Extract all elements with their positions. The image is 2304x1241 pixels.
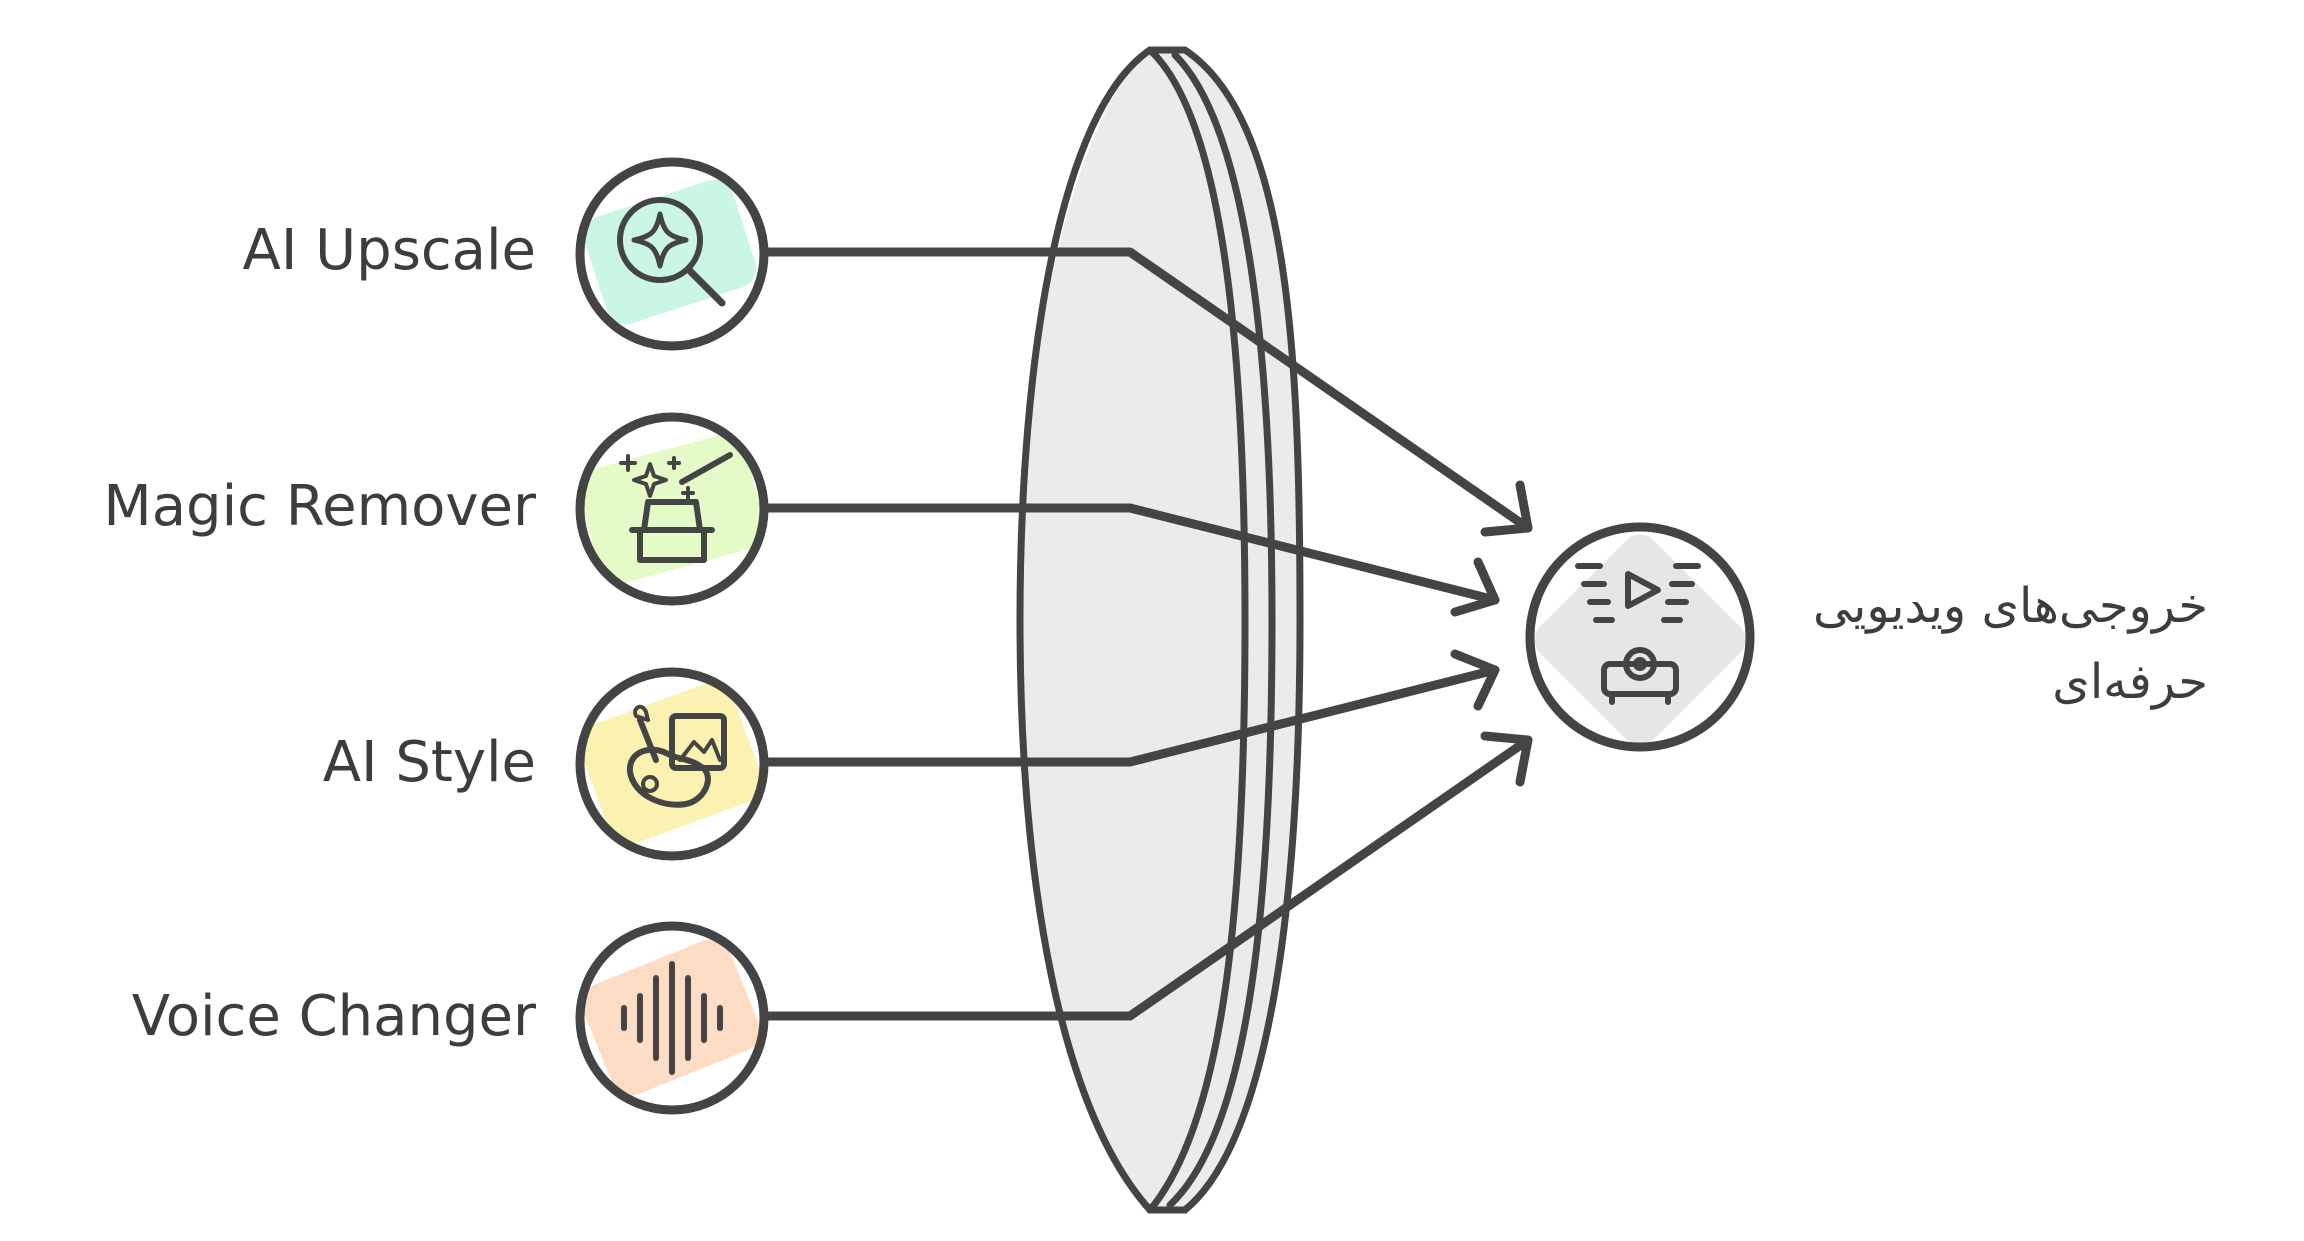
lens-shape	[1016, 46, 1304, 1214]
lens-inner-rim	[1146, 46, 1249, 1214]
label-ai-upscale: AI Upscale	[242, 218, 536, 283]
output-highlight	[1534, 534, 1746, 746]
connector-ai-style	[763, 665, 1500, 767]
lens-back-rim	[1146, 46, 1304, 1214]
lens-outer-rim	[1016, 46, 1154, 1214]
label-voice-changer: Voice Changer	[131, 984, 536, 1049]
connector-magic-remover	[763, 503, 1500, 605]
output-label-line1: خروجی‌های ویدیویی	[1812, 578, 2208, 634]
node-output	[1525, 522, 1755, 752]
arrowhead-2	[1450, 557, 1500, 617]
lens-edge-line	[1166, 51, 1276, 1209]
arrowhead-1	[1480, 480, 1533, 537]
magnifier-sparkle-icon	[617, 197, 726, 307]
node-circle	[575, 157, 769, 351]
label-ai-style: AI Style	[322, 730, 536, 795]
label-magic-remover: Magic Remover	[103, 474, 536, 539]
arrowhead-4	[1480, 731, 1533, 787]
connector-lines	[763, 247, 1533, 1021]
sound-wave-icon	[621, 961, 723, 1075]
video-projector-icon	[1575, 563, 1701, 705]
node-circle	[575, 667, 769, 861]
output-circle	[1525, 522, 1755, 752]
node-voice-changer	[575, 921, 769, 1115]
output-label-line2: حرفه‌ای	[2052, 654, 2208, 710]
node-highlight	[583, 179, 757, 325]
connector-ai-upscale	[763, 247, 1533, 533]
palette-art-icon	[626, 704, 727, 808]
magic-hat-icon	[619, 452, 733, 563]
arrowhead-3	[1450, 649, 1500, 711]
node-magic-remover	[575, 412, 769, 606]
node-ai-upscale	[575, 157, 769, 351]
node-ai-style	[575, 667, 769, 861]
node-circle	[575, 921, 769, 1115]
output-label: خروجی‌های ویدیویی حرفه‌ای	[1788, 568, 2208, 720]
connector-voice-changer	[763, 735, 1533, 1021]
node-highlight	[578, 434, 766, 584]
node-circle	[575, 412, 769, 606]
